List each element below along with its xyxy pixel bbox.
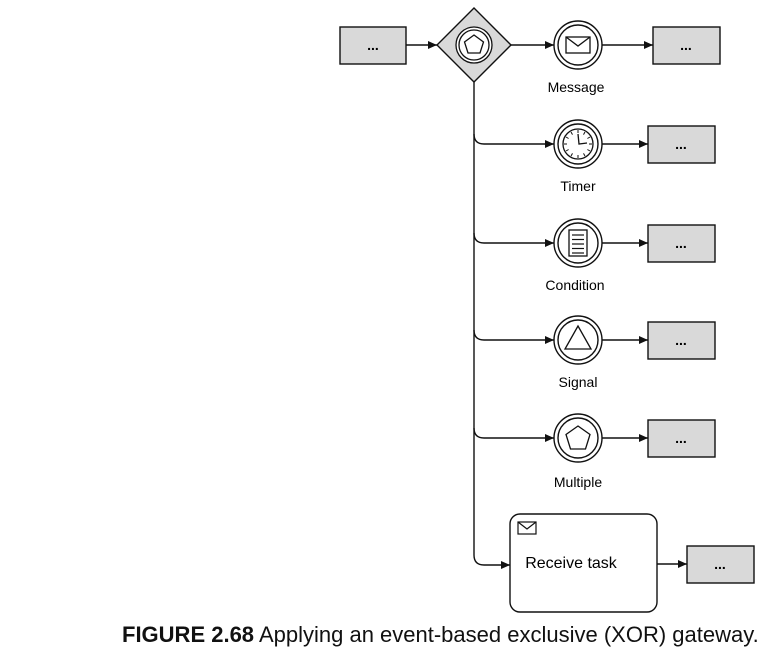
multiple-next-task: ... — [647, 419, 716, 458]
receive-task: Receive task — [509, 513, 658, 613]
receive-next-task: ... — [686, 545, 755, 584]
figure-number: FIGURE 2.68 — [122, 622, 255, 647]
event-based-gateway — [436, 7, 512, 83]
pentagon-icon — [565, 425, 591, 450]
message-event — [553, 20, 603, 70]
message-next-task: ... — [652, 26, 721, 65]
signal-event — [553, 315, 603, 365]
pentagon-icon — [463, 34, 485, 54]
task-label: ... — [714, 556, 726, 572]
task-label: ... — [675, 136, 687, 152]
clock-icon — [562, 128, 594, 160]
condition-event — [553, 218, 603, 268]
triangle-icon — [563, 324, 593, 350]
condition-next-task: ... — [647, 224, 716, 263]
message-event-label: Message — [548, 79, 605, 95]
condition-icon — [568, 229, 588, 257]
sequence-flow — [473, 232, 554, 247]
signal-event-label: Signal — [559, 374, 598, 390]
sequence-flow — [473, 329, 554, 344]
timer-next-task: ... — [647, 125, 716, 164]
figure-caption: FIGURE 2.68 Applying an event-based excl… — [122, 622, 759, 648]
sequence-flow — [473, 554, 510, 569]
condition-event-label: Condition — [545, 277, 604, 293]
timer-event-label: Timer — [560, 178, 596, 194]
start-task-label: ... — [367, 37, 379, 53]
multiple-event — [553, 413, 603, 463]
envelope-icon — [565, 36, 591, 54]
timer-event — [553, 119, 603, 169]
caption-text: Applying an event-based exclusive (XOR) … — [258, 622, 759, 647]
task-label: ... — [675, 332, 687, 348]
envelope-icon — [517, 521, 537, 535]
sequence-flow — [473, 427, 554, 442]
task-label: ... — [675, 430, 687, 446]
start-task: ... — [339, 26, 407, 65]
task-label: ... — [680, 37, 692, 53]
task-label: ... — [675, 235, 687, 251]
sequence-flow — [473, 133, 554, 148]
multiple-event-label: Multiple — [554, 474, 602, 490]
signal-next-task: ... — [647, 321, 716, 360]
receive-task-label: Receive task — [525, 555, 618, 572]
